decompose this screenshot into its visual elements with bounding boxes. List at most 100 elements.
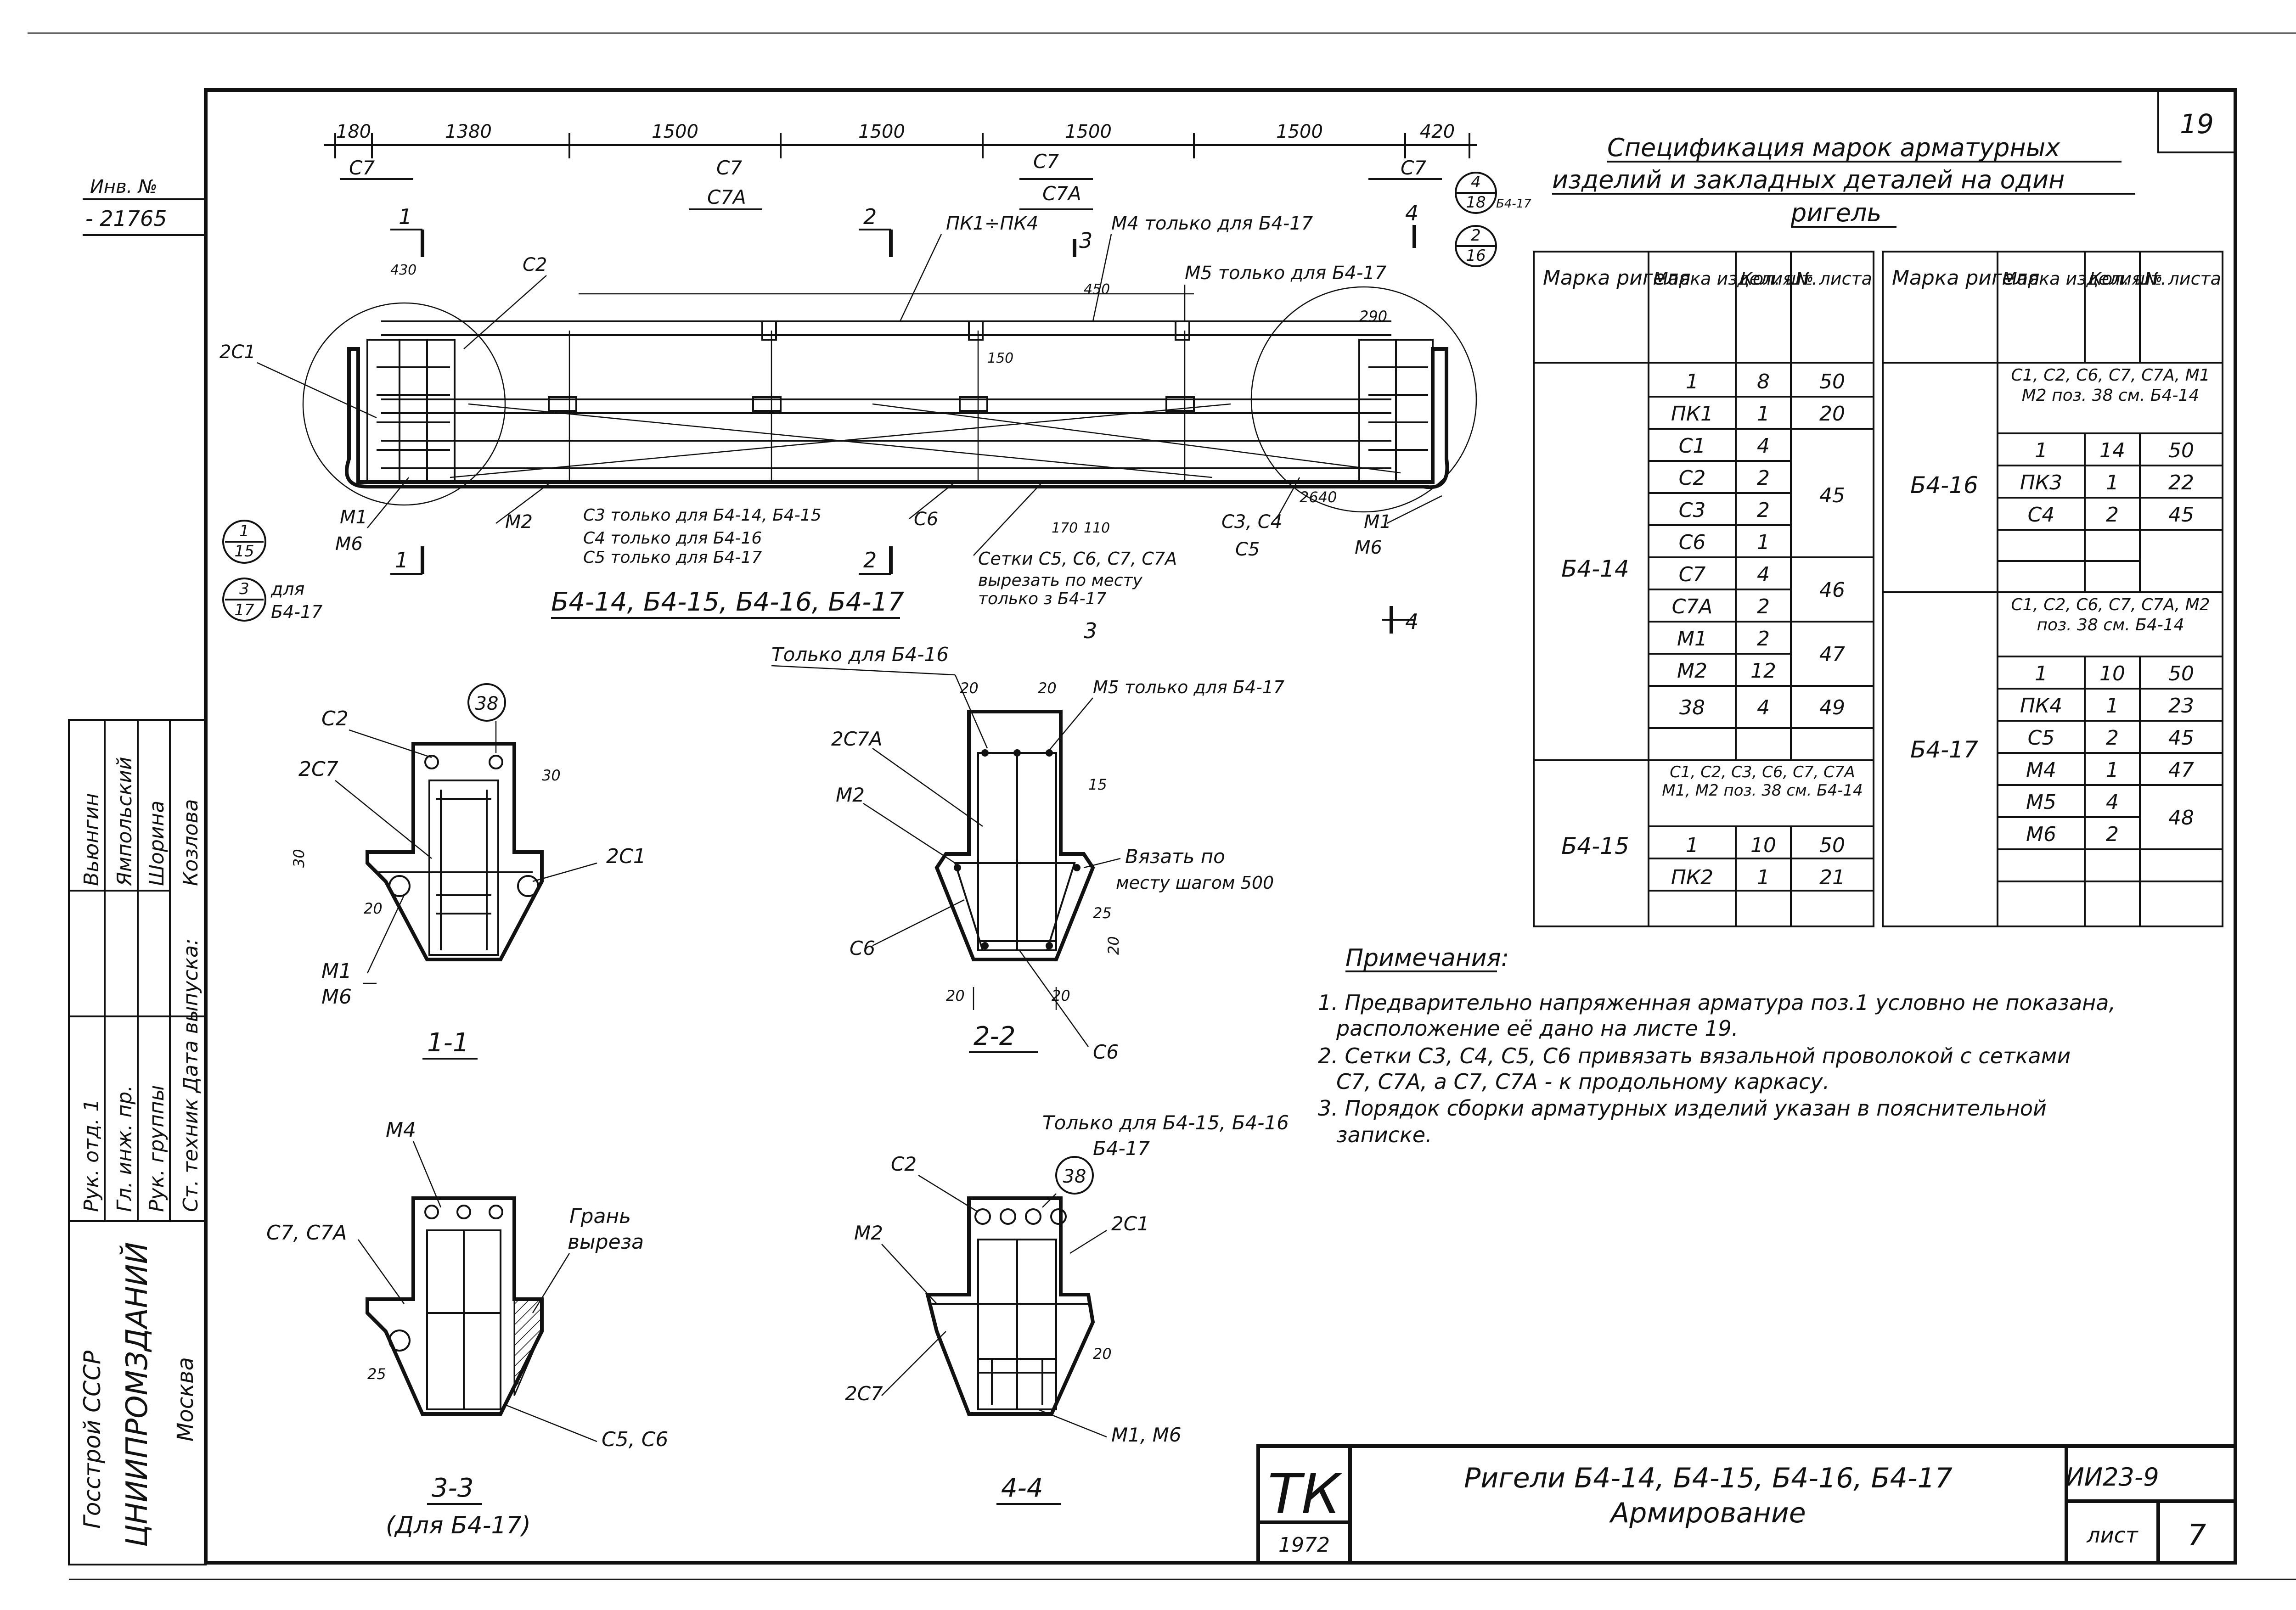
- spec-l-sheet-49: 49: [1819, 696, 1845, 719]
- dim-170: 170: [1052, 520, 1078, 536]
- spec-title-3: ригель: [1790, 198, 1881, 227]
- section-1-1: 38 С2 2С7 2С1 М1 М6 30 30 20 1-1: [290, 683, 646, 1060]
- inv-value: - 21765: [85, 206, 167, 231]
- s22-d25: 25: [1093, 904, 1112, 922]
- hdr-r-marka-izdeliya: Марка изделия: [2002, 269, 2142, 289]
- stamp-role-2: Гл. инж. пр.: [113, 1085, 136, 1212]
- spec-r16-mark-2: ПК3: [2020, 471, 2062, 494]
- note-line-2: расположение её дано на листе 19.: [1336, 1016, 1738, 1041]
- s44-2c1: 2С1: [1111, 1212, 1149, 1235]
- notes: Примечания: 1. Предварительно напряженна…: [1318, 944, 2116, 1147]
- spec-b416-note-box: С1, С2, С6, С7, С7А, М1 М2 поз. 38 см. Б…: [2011, 366, 2210, 405]
- label-m1-elev: М1: [340, 507, 367, 528]
- s11-d30a: 30: [542, 767, 561, 784]
- note-line-1: 1. Предварительно напряженная арматура п…: [1318, 990, 2116, 1015]
- hdr-marka-izdeliya: Марка изделия: [1653, 269, 1793, 289]
- dim-1500-d: 1500: [1276, 121, 1323, 142]
- hdr-kol: Кол. шт.: [1740, 269, 1818, 289]
- label-c4: С4 только для Б4-16: [583, 529, 762, 548]
- s22-c6a: С6: [850, 937, 875, 959]
- spec-title-2: изделий и закладных деталей на один: [1552, 165, 2065, 194]
- s22-m5: М5 только для Б4-17: [1093, 677, 1284, 697]
- stamp-role-4: Ст. техник: [179, 1099, 203, 1212]
- s44-only1: Только для Б4-15, Б4-16: [1042, 1111, 1289, 1134]
- s33-d25: 25: [367, 1365, 386, 1383]
- dim-420: 420: [1420, 121, 1455, 142]
- spec-l-sheet-45: 45: [1819, 484, 1845, 507]
- label-m5: М5 только для Б4-17: [1185, 263, 1387, 284]
- spec-title-1: Спецификация марок арматурных: [1607, 133, 2060, 162]
- spec-l-qty-1: 8: [1757, 370, 1770, 393]
- s33-c7c7a: С7, С7А: [266, 1221, 347, 1245]
- s11-m6: М6: [321, 985, 352, 1009]
- callout-16: 2 16: [1455, 225, 1497, 267]
- spec-b415: Б4-15: [1561, 833, 1629, 859]
- spec-r17-sheet-5: 48: [2168, 806, 2194, 830]
- s22-d15: 15: [1088, 776, 1107, 793]
- spec-l-mark-10: М2: [1677, 659, 1707, 683]
- inv-label: Инв. №: [90, 176, 158, 197]
- label-c5: С5 только для Б4-17: [583, 548, 762, 567]
- spec-l-qty-9: 2: [1757, 627, 1770, 651]
- s22-m2: М2: [836, 784, 865, 806]
- drawing-title-2: Армирование: [1609, 1497, 1806, 1529]
- specification: Спецификация марок арматурных изделий и …: [1533, 133, 2223, 927]
- spec-r16-qty-3: 2: [2106, 503, 2119, 527]
- spec-r17-mark-1: 1: [2035, 662, 2048, 685]
- spec-r17-qty-4: 1: [2106, 758, 2119, 782]
- svg-text:для: для: [270, 579, 304, 599]
- spec-l15-mark-1: 1: [1686, 834, 1699, 857]
- svg-text:16: 16: [1466, 247, 1486, 265]
- svg-text:Б4-17: Б4-17: [271, 602, 322, 622]
- spec-l-qty-7: 4: [1757, 563, 1770, 586]
- s22-d20c: 20: [1105, 936, 1122, 955]
- label-c7-left: С7: [349, 157, 375, 179]
- section-mark-2b: 2: [863, 548, 877, 572]
- spec-r16-mark-1: 1: [2035, 439, 2048, 462]
- s33-m4: М4: [386, 1118, 416, 1142]
- svg-text:4: 4: [1471, 173, 1481, 191]
- section-mark-4: 4: [1405, 201, 1418, 225]
- s22-2c7a: 2С7А: [831, 728, 883, 750]
- spec-r16-sheet-3: 45: [2168, 503, 2194, 527]
- label-pk: ПК1÷ПК4: [946, 213, 1038, 234]
- label-m4: М4 только для Б4-17: [1111, 213, 1313, 234]
- s44-c2: С2: [891, 1153, 917, 1175]
- stamp-role-1: Рук. отд. 1: [80, 1099, 103, 1212]
- spec-l-mark-11: 38: [1679, 696, 1705, 719]
- sheet-number: 19: [2180, 108, 2214, 140]
- stamp-role-5: Дата выпуска:: [179, 938, 203, 1094]
- label-m1-right: М1: [1364, 511, 1391, 533]
- dim-2640: 2640: [1300, 488, 1337, 506]
- s33-subcaption: (Для Б4-17): [386, 1512, 531, 1539]
- section-mark-4b: 4: [1405, 609, 1418, 634]
- section-mark-3: 3: [1079, 228, 1092, 253]
- spec-l-qty-11: 4: [1757, 696, 1770, 719]
- s11-2c7: 2С7: [298, 757, 338, 781]
- spec-r16-sheet-2: 22: [2168, 471, 2194, 494]
- svg-text:2: 2: [1471, 226, 1481, 245]
- drawing-title-1: Ригели Б4-14, Б4-15, Б4-16, Б4-17: [1464, 1462, 1953, 1494]
- s33-caption: 3-3: [432, 1473, 473, 1503]
- spec-l-sheet-46: 46: [1819, 578, 1845, 602]
- elevation-caption: Б4-14, Б4-15, Б4-16, Б4-17: [551, 587, 904, 617]
- note-line-5: 3. Порядок сборки арматурных изделий ука…: [1318, 1096, 2047, 1121]
- s44-d20: 20: [1093, 1345, 1112, 1363]
- spec-b417-note-box: С1, С2, С6, С7, С7А, М2 поз. 38 см. Б4-1…: [2011, 595, 2210, 634]
- spec-r16-qty-2: 1: [2106, 471, 2119, 494]
- label-m6-elev: М6: [335, 533, 363, 555]
- s11-d30b: 30: [290, 849, 308, 868]
- stamp-name-2: Ямпольский: [113, 757, 136, 886]
- label-c2-elev: С2: [523, 254, 547, 275]
- s22-d20d: 20: [946, 987, 965, 1004]
- section-3-3: М4 С7, С7А Грань выреза С5, С6 25 3-3 (Д…: [266, 1118, 668, 1539]
- dim-450: 450: [1084, 281, 1110, 297]
- svg-text:15: 15: [234, 542, 254, 561]
- hdr-list: № листа: [1795, 269, 1872, 289]
- s11-c2: С2: [321, 707, 349, 730]
- org-moscow: Москва: [173, 1357, 198, 1442]
- spec-r17-mark-6: М6: [2026, 823, 2056, 846]
- spec-l-qty-4: 2: [1757, 466, 1770, 490]
- spec-r17-sheet-4: 47: [2168, 758, 2194, 782]
- inventory-box: Инв. № - 21765: [83, 176, 206, 236]
